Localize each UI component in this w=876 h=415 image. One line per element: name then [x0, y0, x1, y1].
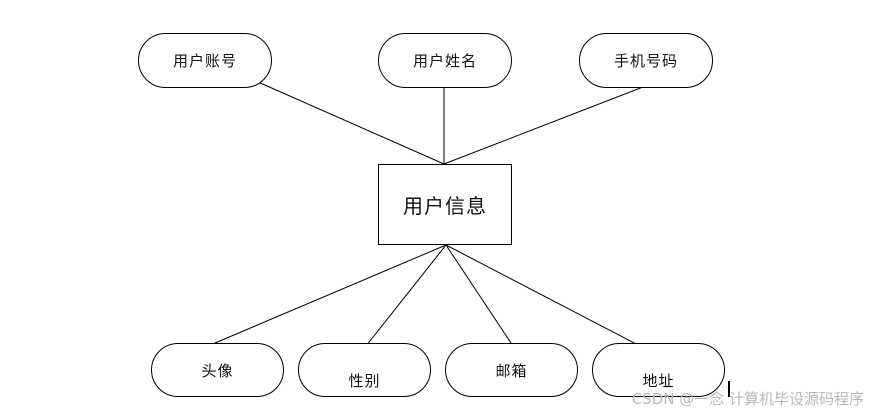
attribute-label: 性别: [348, 371, 381, 390]
connector-address: [445, 244, 641, 347]
attribute-label: 邮箱: [495, 361, 528, 380]
connector-email: [445, 244, 514, 347]
entity-label: 用户信息: [403, 194, 487, 218]
attribute-label: 用户姓名: [412, 52, 477, 70]
attribute-label: 用户账号: [172, 52, 237, 70]
attribute-user-account: 用户账号: [138, 33, 272, 88]
attribute-gender: 性别: [298, 343, 431, 397]
attribute-label: 手机号码: [613, 52, 678, 70]
attribute-label: 头像: [201, 361, 234, 380]
text-cursor-mark: [728, 381, 730, 397]
attribute-email: 邮箱: [445, 343, 578, 397]
attribute-avatar: 头像: [151, 343, 284, 397]
connector-avatar: [207, 244, 447, 347]
connector-phone: [443, 86, 644, 165]
connector-gender: [365, 244, 447, 347]
attribute-address: 地址: [592, 343, 725, 397]
attribute-phone-number: 手机号码: [579, 33, 713, 88]
watermark-text: CSDN @一念 计算机毕设源码程序: [631, 390, 864, 408]
connector-user-account: [257, 81, 445, 165]
attribute-user-name: 用户姓名: [378, 33, 512, 88]
entity-user-info: 用户信息: [378, 164, 512, 245]
attribute-label: 地址: [642, 371, 675, 390]
